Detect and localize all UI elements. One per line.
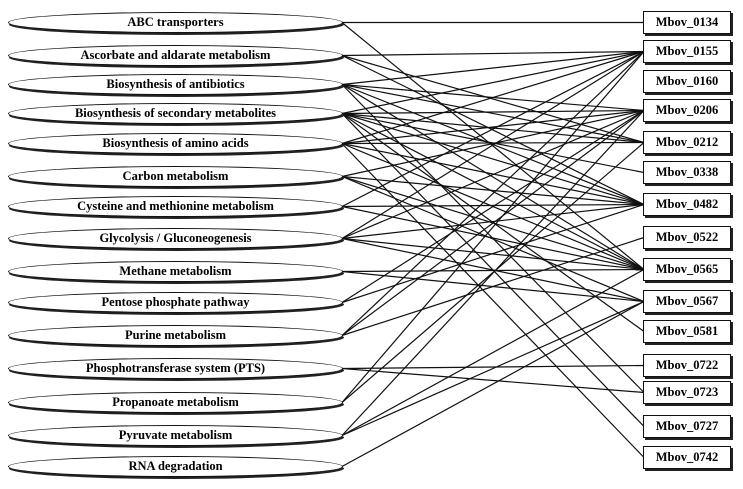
pathway-methane-metabolism: Methane metabolism — [8, 261, 343, 282]
gene-mbov-0522: Mbov_0522 — [643, 226, 731, 249]
link-pyruvate-metabolism-mbov-0565 — [341, 268, 645, 437]
gene-mbov-0482: Mbov_0482 — [643, 193, 731, 216]
link-biosynthesis-of-secondary-metabolites-mbov-0155 — [341, 50, 645, 115]
link-pyruvate-metabolism-mbov-0206 — [341, 110, 645, 436]
link-glycolysis-gluconeogenesis-mbov-0206 — [341, 109, 645, 240]
pathway-biosynthesis-secondary-metabolites: Biosynthesis of secondary metabolites — [8, 103, 343, 124]
gene-mbov-0723: Mbov_0723 — [643, 381, 731, 404]
gene-mbov-0206: Mbov_0206 — [643, 99, 731, 122]
pathway-biosynthesis-amino-acids: Biosynthesis of amino acids — [8, 133, 343, 154]
link-pyruvate-metabolism-mbov-0567 — [341, 300, 645, 437]
link-ascorbate-and-aldarate-metabolism-mbov-0482 — [341, 54, 645, 206]
pathway-cysteine-methionine: Cysteine and methionine metabolism — [8, 196, 343, 217]
pathway-ascorbate-aldarate: Ascorbate and aldarate metabolism — [8, 45, 343, 66]
link-purine-metabolism-mbov-0155 — [341, 51, 645, 336]
pathway-propanoate-metabolism: Propanoate metabolism — [8, 392, 343, 413]
gene-mbov-0155: Mbov_0155 — [643, 40, 731, 63]
link-cysteine-and-methionine-metabolism-mbov-0482 — [341, 203, 645, 208]
link-phosphotransferase-system-pts--mbov-0723 — [341, 367, 645, 394]
link-abc-transporters-mbov-0565 — [341, 22, 645, 270]
link-carbon-metabolism-mbov-0567 — [341, 175, 645, 303]
link-biosynthesis-of-secondary-metabolites-mbov-0565 — [341, 112, 645, 271]
link-biosynthesis-of-amino-acids-mbov-0742 — [341, 143, 645, 458]
link-purine-metabolism-mbov-0206 — [341, 110, 645, 336]
link-biosynthesis-of-amino-acids-mbov-0155 — [341, 50, 645, 145]
pathway-rna-degradation: RNA degradation — [8, 456, 343, 477]
link-biosynthesis-of-secondary-metabolites-mbov-0212 — [341, 112, 645, 144]
link-glycolysis-gluconeogenesis-mbov-0155 — [341, 50, 645, 240]
link-biosynthesis-of-antibiotics-mbov-0212 — [341, 83, 645, 144]
link-biosynthesis-of-secondary-metabolites-mbov-0206 — [341, 109, 645, 115]
link-biosynthesis-of-amino-acids-mbov-0206 — [341, 109, 645, 145]
link-pentose-phosphate-pathway-mbov-0482 — [341, 203, 645, 304]
link-rna-degradation-mbov-0567 — [341, 300, 645, 468]
pathway-carbon-metabolism: Carbon metabolism — [8, 166, 343, 187]
link-cysteine-and-methionine-metabolism-mbov-0565 — [341, 205, 645, 271]
pathway-phosphotransferase-system: Phosphotransferase system (PTS) — [8, 358, 343, 379]
link-biosynthesis-of-antibiotics-mbov-0565 — [341, 83, 645, 271]
link-biosynthesis-of-antibiotics-mbov-0155 — [341, 50, 645, 86]
gene-mbov-0338: Mbov_0338 — [643, 161, 731, 184]
gene-mbov-0134: Mbov_0134 — [643, 11, 731, 34]
link-purine-metabolism-mbov-0522 — [341, 236, 645, 337]
link-ascorbate-and-aldarate-metabolism-mbov-0155 — [341, 50, 645, 57]
pathway-abc-transporters: ABC transporters — [8, 12, 343, 33]
gene-mbov-0742: Mbov_0742 — [643, 446, 731, 469]
gene-mbov-0565: Mbov_0565 — [643, 258, 731, 281]
gene-mbov-0722: Mbov_0722 — [643, 354, 731, 377]
pathway-purine-metabolism: Purine metabolism — [8, 325, 343, 346]
pathway-pentose-phosphate: Pentose phosphate pathway — [8, 292, 343, 313]
gene-mbov-0567: Mbov_0567 — [643, 290, 731, 313]
link-pentose-phosphate-pathway-mbov-0206 — [341, 109, 645, 304]
pathway-glycolysis: Glycolysis / Gluconeogenesis — [8, 228, 343, 249]
gene-mbov-0160: Mbov_0160 — [643, 70, 731, 93]
gene-mbov-0212: Mbov_0212 — [643, 131, 731, 154]
link-carbon-metabolism-mbov-0206 — [341, 109, 645, 178]
link-ascorbate-and-aldarate-metabolism-mbov-0212 — [341, 54, 645, 144]
link-propanoate-metabolism-mbov-0155 — [341, 51, 645, 403]
link-cysteine-and-methionine-metabolism-mbov-0155 — [341, 50, 645, 208]
gene-mbov-0727: Mbov_0727 — [643, 415, 731, 438]
link-phosphotransferase-system-pts--mbov-0722 — [341, 364, 645, 370]
link-glycolysis-gluconeogenesis-mbov-0482 — [341, 203, 645, 240]
pathway-biosynthesis-antibiotics: Biosynthesis of antibiotics — [8, 74, 343, 95]
pathway-pyruvate-metabolism: Pyruvate metabolism — [8, 425, 343, 446]
gene-mbov-0581: Mbov_0581 — [643, 320, 731, 343]
